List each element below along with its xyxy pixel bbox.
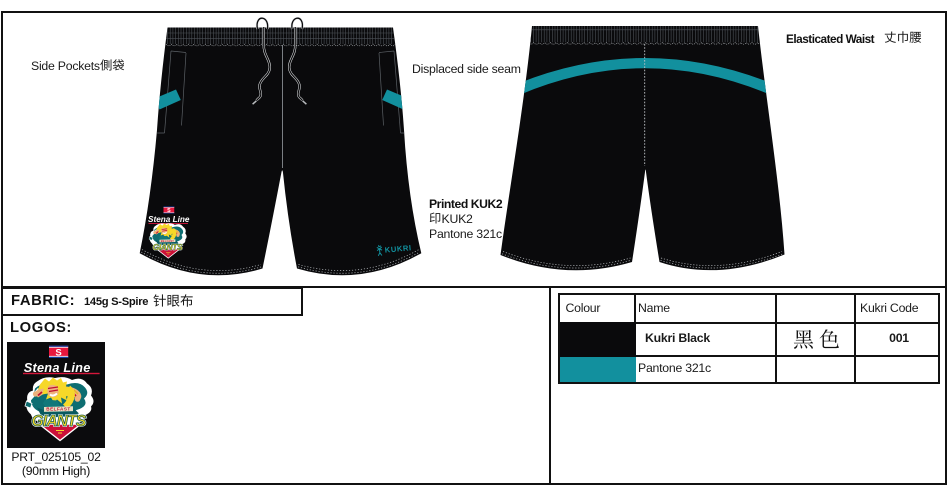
svg-text:KUKRI: KUKRI	[384, 243, 412, 255]
svg-text:Stena Line: Stena Line	[24, 360, 91, 375]
svg-text:Stena Line: Stena Line	[148, 215, 190, 224]
